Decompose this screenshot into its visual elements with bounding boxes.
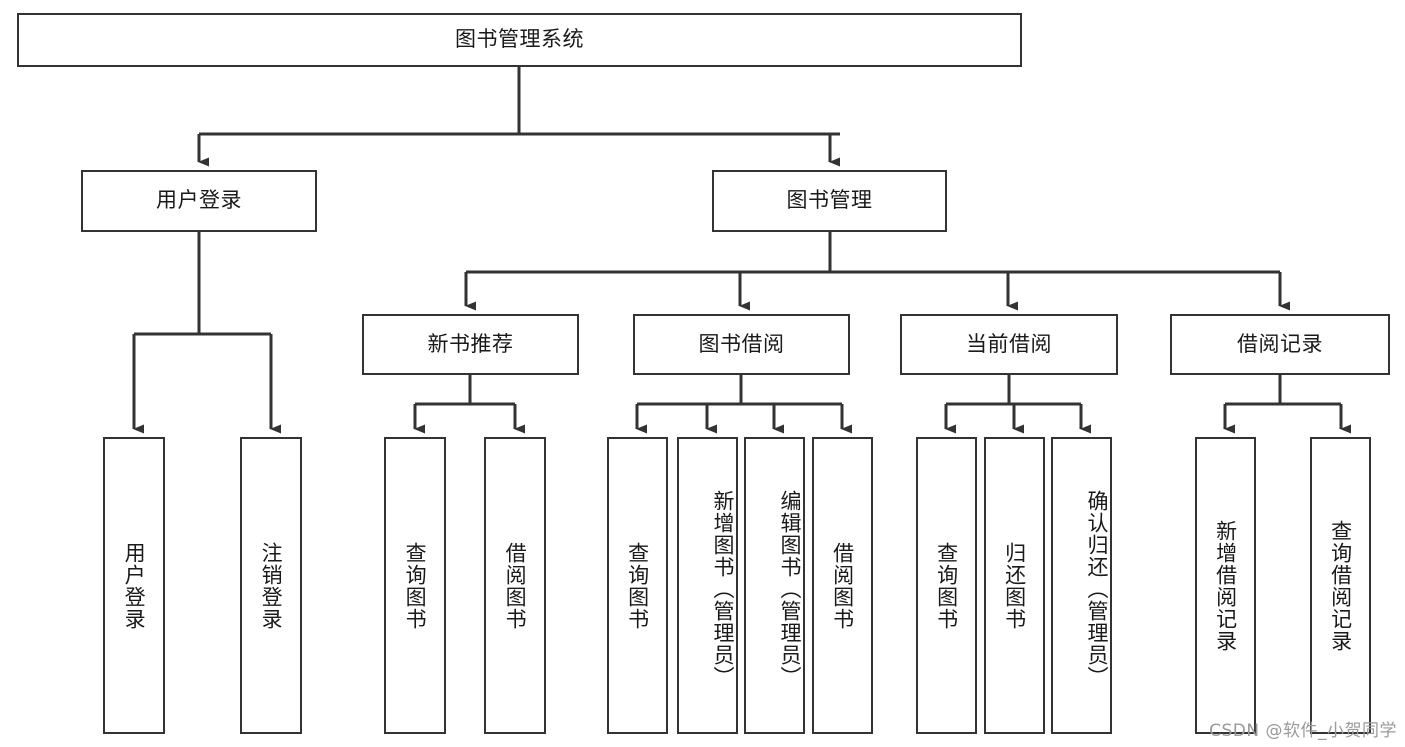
node-book-borrow[interactable]: 图书借阅 xyxy=(633,314,850,375)
node-book-management[interactable]: 图书管理 xyxy=(712,170,947,232)
node-label: 用户登录 xyxy=(122,541,147,630)
leaf-borrow-record-add-record[interactable]: 新增借阅记录 xyxy=(1195,437,1256,734)
node-label: 新书推荐 xyxy=(427,331,514,356)
node-new-book-recommend[interactable]: 新书推荐 xyxy=(362,314,579,375)
leaf-current-borrow-query-book[interactable]: 查询图书 xyxy=(916,437,977,734)
node-label: 图书借阅 xyxy=(698,331,785,356)
node-label: 查询图书 xyxy=(625,541,650,630)
node-label: 用户登录 xyxy=(156,188,242,213)
node-label: 编辑图书（管理员） xyxy=(778,489,802,688)
node-label: 借阅记录 xyxy=(1237,331,1323,356)
leaf-book-borrow-borrow-book[interactable]: 借阅图书 xyxy=(812,437,873,734)
leaf-current-borrow-confirm-return-admin[interactable]: 确认归还（管理员） xyxy=(1051,437,1112,734)
node-label: 查询图书 xyxy=(403,541,428,630)
node-label: 新增借阅记录 xyxy=(1213,519,1238,652)
node-label: 查询借阅记录 xyxy=(1328,519,1353,652)
node-label: 新增图书（管理员） xyxy=(711,489,735,688)
leaf-new-book-borrow-book[interactable]: 借阅图书 xyxy=(484,437,546,734)
leaf-borrow-record-query-record[interactable]: 查询借阅记录 xyxy=(1310,437,1371,734)
node-label: 归还图书 xyxy=(1002,541,1027,630)
node-label: 借阅图书 xyxy=(503,541,528,630)
node-user-login[interactable]: 用户登录 xyxy=(81,170,317,232)
node-label: 借阅图书 xyxy=(830,541,855,630)
leaf-new-book-query-book[interactable]: 查询图书 xyxy=(384,437,446,734)
node-label: 图书管理系统 xyxy=(455,27,584,52)
node-current-borrow[interactable]: 当前借阅 xyxy=(900,314,1118,375)
node-label: 注销登录 xyxy=(259,541,284,630)
node-label: 查询图书 xyxy=(934,541,959,630)
leaf-book-borrow-edit-book-admin[interactable]: 编辑图书（管理员） xyxy=(744,437,805,734)
leaf-current-borrow-return-book[interactable]: 归还图书 xyxy=(984,437,1045,734)
leaf-user-login-logout[interactable]: 注销登录 xyxy=(240,437,302,734)
node-borrow-record[interactable]: 借阅记录 xyxy=(1170,314,1390,375)
node-root-book-management-system[interactable]: 图书管理系统 xyxy=(17,13,1022,67)
leaf-book-borrow-query-book[interactable]: 查询图书 xyxy=(607,437,668,734)
watermark-text: CSDN @软件_小贺同学 xyxy=(1209,721,1397,741)
leaf-book-borrow-add-book-admin[interactable]: 新增图书（管理员） xyxy=(677,437,738,734)
leaf-user-login-login[interactable]: 用户登录 xyxy=(103,437,165,734)
node-label: 确认归还（管理员） xyxy=(1085,489,1109,688)
node-label: 图书管理 xyxy=(786,188,873,213)
node-label: 当前借阅 xyxy=(966,331,1052,356)
